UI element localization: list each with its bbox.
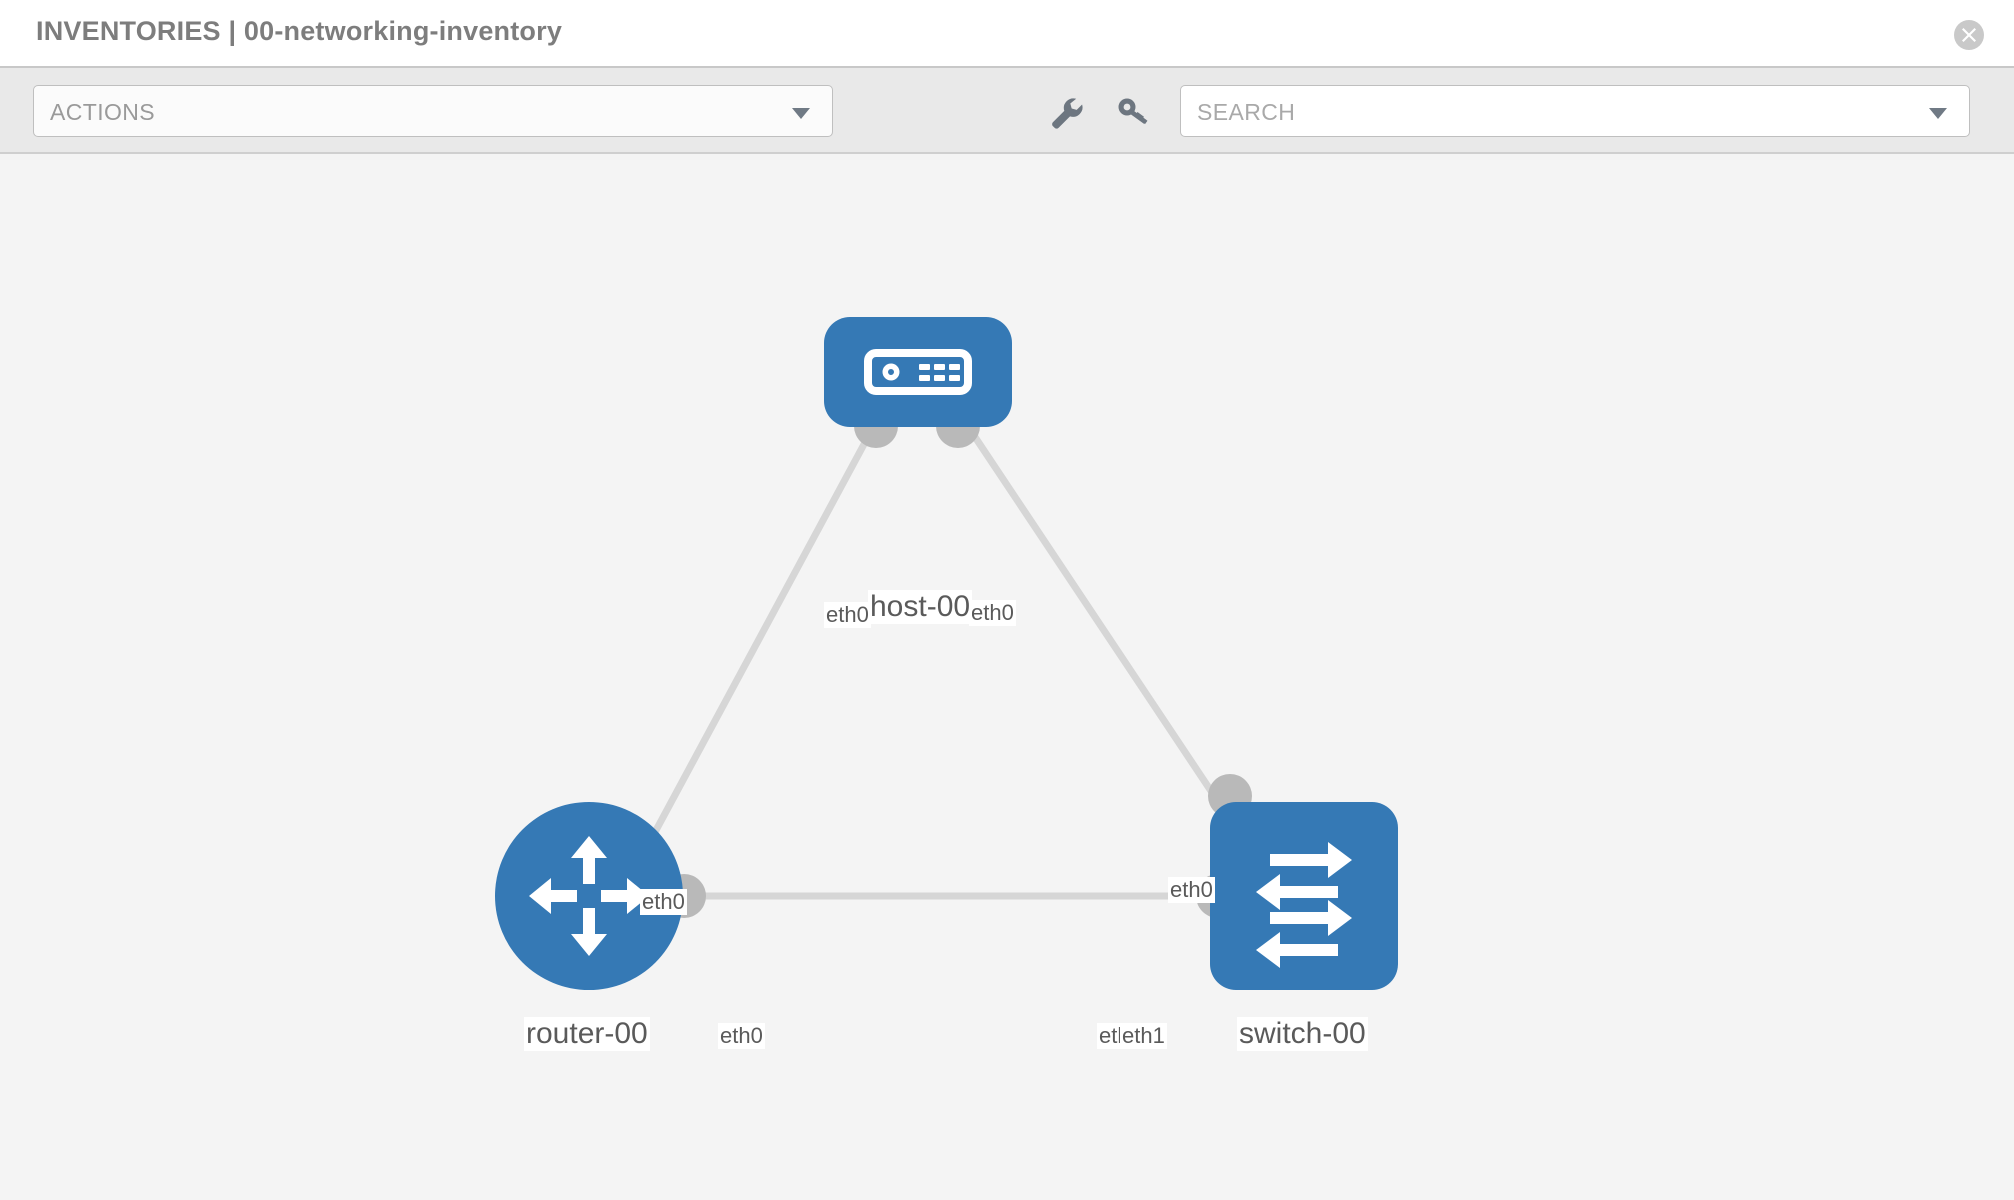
node-label-host-00: host-00	[868, 590, 973, 624]
chevron-down-icon[interactable]	[1929, 108, 1947, 119]
key-icon[interactable]	[1113, 92, 1153, 132]
node-label-switch-00: switch-00	[1237, 1017, 1368, 1051]
actions-dropdown[interactable]: ACTIONS	[33, 85, 833, 137]
interface-label: eth0	[640, 889, 687, 915]
wrench-icon[interactable]	[1046, 92, 1086, 132]
topology-canvas[interactable]: eth0 eth0 eth0 eth0 eth0 eth0 eth1 host-…	[0, 154, 2014, 1200]
interface-label: eth0	[1168, 877, 1215, 903]
toolbar: ACTIONS SEARCH	[0, 68, 2014, 154]
router-arrows-icon	[529, 836, 649, 956]
topology-nodes: eth0 eth0 eth0 eth0 eth0 eth0 eth1 host-…	[0, 154, 2014, 1200]
interface-label: eth0	[969, 600, 1016, 626]
actions-dropdown-label: ACTIONS	[50, 99, 156, 125]
topology-links	[636, 418, 1257, 900]
search-input-placeholder: SEARCH	[1197, 99, 1296, 125]
page-header: INVENTORIES | 00-networking-inventory	[0, 0, 2014, 68]
link-host-switch	[961, 418, 1257, 858]
topology-node-switch-00[interactable]	[1210, 802, 1398, 990]
chevron-down-icon	[792, 108, 810, 119]
server-icon	[864, 349, 972, 395]
search-input[interactable]: SEARCH	[1180, 85, 1970, 137]
interface-label: eth0	[718, 1023, 765, 1049]
interface-label: eth1	[1120, 1023, 1167, 1049]
topology-node-host-00[interactable]	[824, 317, 1012, 427]
node-label-router-00: router-00	[524, 1017, 650, 1051]
page-title: INVENTORIES | 00-networking-inventory	[36, 16, 563, 46]
close-icon[interactable]	[1954, 20, 1984, 50]
switch-arrows-icon	[1256, 842, 1352, 968]
interface-label: eth0	[824, 602, 871, 628]
link-host-router	[636, 418, 880, 864]
